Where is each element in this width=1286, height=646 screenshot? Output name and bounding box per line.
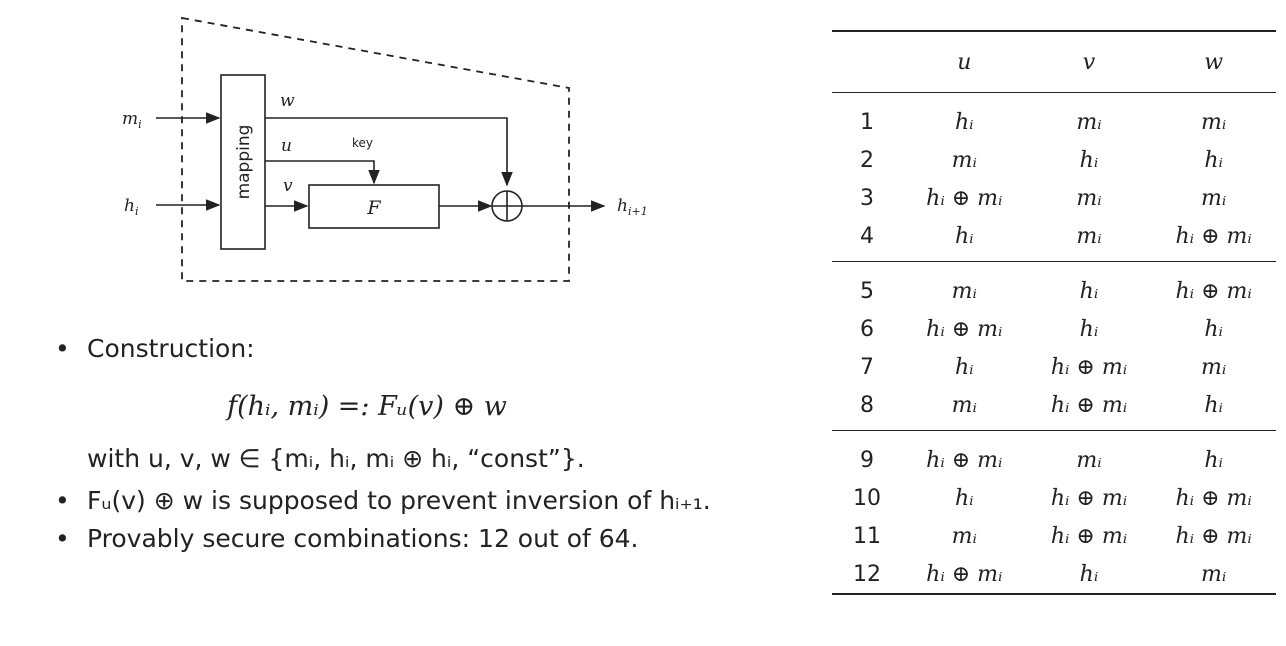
row-index: 6 <box>860 316 874 342</box>
cell-v: hᵢ ⊕ mᵢ <box>1026 386 1152 431</box>
table-row: 7 hᵢ hᵢ ⊕ mᵢ mᵢ <box>832 348 1276 386</box>
cell-w: hᵢ ⊕ mᵢ <box>1175 278 1252 304</box>
table-row: 5 mᵢ hᵢ hᵢ ⊕ mᵢ <box>832 262 1276 311</box>
cell-u: mᵢ <box>902 386 1027 431</box>
formula: f(hᵢ, mᵢ) =: Fᵤ(v) ⊕ w <box>227 391 507 422</box>
cell-u: hᵢ ⊕ mᵢ <box>926 185 1003 211</box>
cell-u: hᵢ ⊕ mᵢ <box>926 561 1003 587</box>
wire-w <box>265 117 513 187</box>
cell-v: hᵢ <box>1079 316 1099 342</box>
cell-v: hᵢ ⊕ mᵢ <box>1050 485 1128 511</box>
secure-text: Provably secure combinations: 12 out of … <box>87 524 639 553</box>
cell-u: hᵢ ⊕ mᵢ <box>926 316 1003 342</box>
table-row: 2 mᵢ hᵢ hᵢ <box>832 141 1276 179</box>
cell-w: mᵢ <box>1201 185 1227 211</box>
row-index: 11 <box>853 523 881 549</box>
construction-text: Construction: <box>87 334 255 363</box>
key-label: key <box>352 136 373 150</box>
bullet-dot: • <box>55 524 70 553</box>
header-index <box>832 31 902 93</box>
table-row: 12 hᵢ ⊕ mᵢ hᵢ mᵢ <box>832 555 1276 594</box>
row-index: 8 <box>832 386 902 431</box>
row-index: 4 <box>832 217 902 262</box>
bullet-construction: • Construction: <box>55 330 815 368</box>
wire-u <box>265 160 380 185</box>
bullet-list: • Construction: f(hᵢ, mᵢ) =: Fᵤ(v) ⊕ w w… <box>55 330 815 558</box>
output-h-label: hi+1 <box>617 196 648 218</box>
cell-w: hᵢ ⊕ mᵢ <box>1175 485 1252 511</box>
table-row: 3 hᵢ ⊕ mᵢ mᵢ mᵢ <box>832 179 1276 217</box>
row-index: 10 <box>853 485 881 511</box>
cell-w: hᵢ ⊕ mᵢ <box>1175 523 1252 549</box>
row-index: 9 <box>860 447 874 473</box>
header-v: v <box>1026 31 1152 93</box>
header-w: w <box>1151 31 1276 93</box>
cell-u: mᵢ <box>951 523 977 549</box>
input-h-label: hi <box>124 196 138 218</box>
prevent-text: Fᵤ(v) ⊕ w is supposed to prevent inversi… <box>87 486 711 515</box>
cell-u: hᵢ <box>955 354 974 380</box>
cell-w: hᵢ <box>1204 316 1223 342</box>
input-m-label: mi <box>122 109 142 131</box>
row-index: 12 <box>853 561 881 587</box>
bullet-secure: • Provably secure combinations: 12 out o… <box>55 520 815 558</box>
row-index: 7 <box>860 354 874 380</box>
bullet-prevent: • Fᵤ(v) ⊕ w is supposed to prevent inver… <box>55 482 815 520</box>
cell-v: hᵢ <box>1079 147 1099 173</box>
cell-v: hᵢ <box>1079 278 1099 304</box>
cell-w: hᵢ <box>1204 447 1223 473</box>
function-label: F <box>366 197 381 219</box>
construction-diagram: mapping F mi hi w u key v hi+1 <box>122 16 648 282</box>
wire-u-label: u <box>281 136 292 156</box>
cell-w: mᵢ <box>1201 354 1227 380</box>
cell-v: mᵢ <box>1076 109 1102 135</box>
cell-v: mᵢ <box>1076 447 1102 473</box>
mapping-box <box>220 74 266 250</box>
table-row: 1 hᵢ mᵢ mᵢ <box>832 93 1276 142</box>
wire-v-label: v <box>283 176 293 196</box>
row-index: 3 <box>860 185 874 211</box>
table-row: 11 mᵢ hᵢ ⊕ mᵢ hᵢ ⊕ mᵢ <box>832 517 1276 555</box>
row-index: 1 <box>860 109 874 135</box>
wire-w-label: w <box>280 91 295 111</box>
cell-u: hᵢ <box>902 217 1027 262</box>
cell-u: mᵢ <box>951 147 977 173</box>
cell-v: hᵢ ⊕ mᵢ <box>1050 354 1128 380</box>
cell-u: hᵢ <box>955 109 974 135</box>
cell-w: hᵢ <box>1204 147 1223 173</box>
cell-v: hᵢ <box>1079 561 1099 587</box>
compression-boundary <box>181 16 570 282</box>
mapping-label: mapping <box>234 125 254 200</box>
table-row: 10 hᵢ hᵢ ⊕ mᵢ hᵢ ⊕ mᵢ <box>832 479 1276 517</box>
row-index: 5 <box>860 278 874 304</box>
cell-w: hᵢ <box>1151 386 1276 431</box>
bullet-dot: • <box>55 486 70 515</box>
cell-u: hᵢ <box>955 485 974 511</box>
header-u: u <box>902 31 1027 93</box>
table-row: 6 hᵢ ⊕ mᵢ hᵢ hᵢ <box>832 310 1276 348</box>
table-header-row: u v w <box>832 31 1276 93</box>
bullet-dot: • <box>55 334 70 363</box>
table-row: 9 hᵢ ⊕ mᵢ mᵢ hᵢ <box>832 431 1276 480</box>
with-text: with u, v, w ∈ {mᵢ, hᵢ, mᵢ ⊕ hᵢ, “const”… <box>87 444 585 473</box>
cell-v: mᵢ <box>1026 217 1152 262</box>
cell-u: hᵢ ⊕ mᵢ <box>926 447 1003 473</box>
cell-w: mᵢ <box>1201 561 1227 587</box>
cell-u: mᵢ <box>951 278 977 304</box>
cell-v: mᵢ <box>1076 185 1102 211</box>
cell-w: mᵢ <box>1201 109 1227 135</box>
cell-w: hᵢ ⊕ mᵢ <box>1151 217 1276 262</box>
cell-v: hᵢ ⊕ mᵢ <box>1050 523 1128 549</box>
row-index: 2 <box>860 147 874 173</box>
xor-icon <box>491 190 523 222</box>
